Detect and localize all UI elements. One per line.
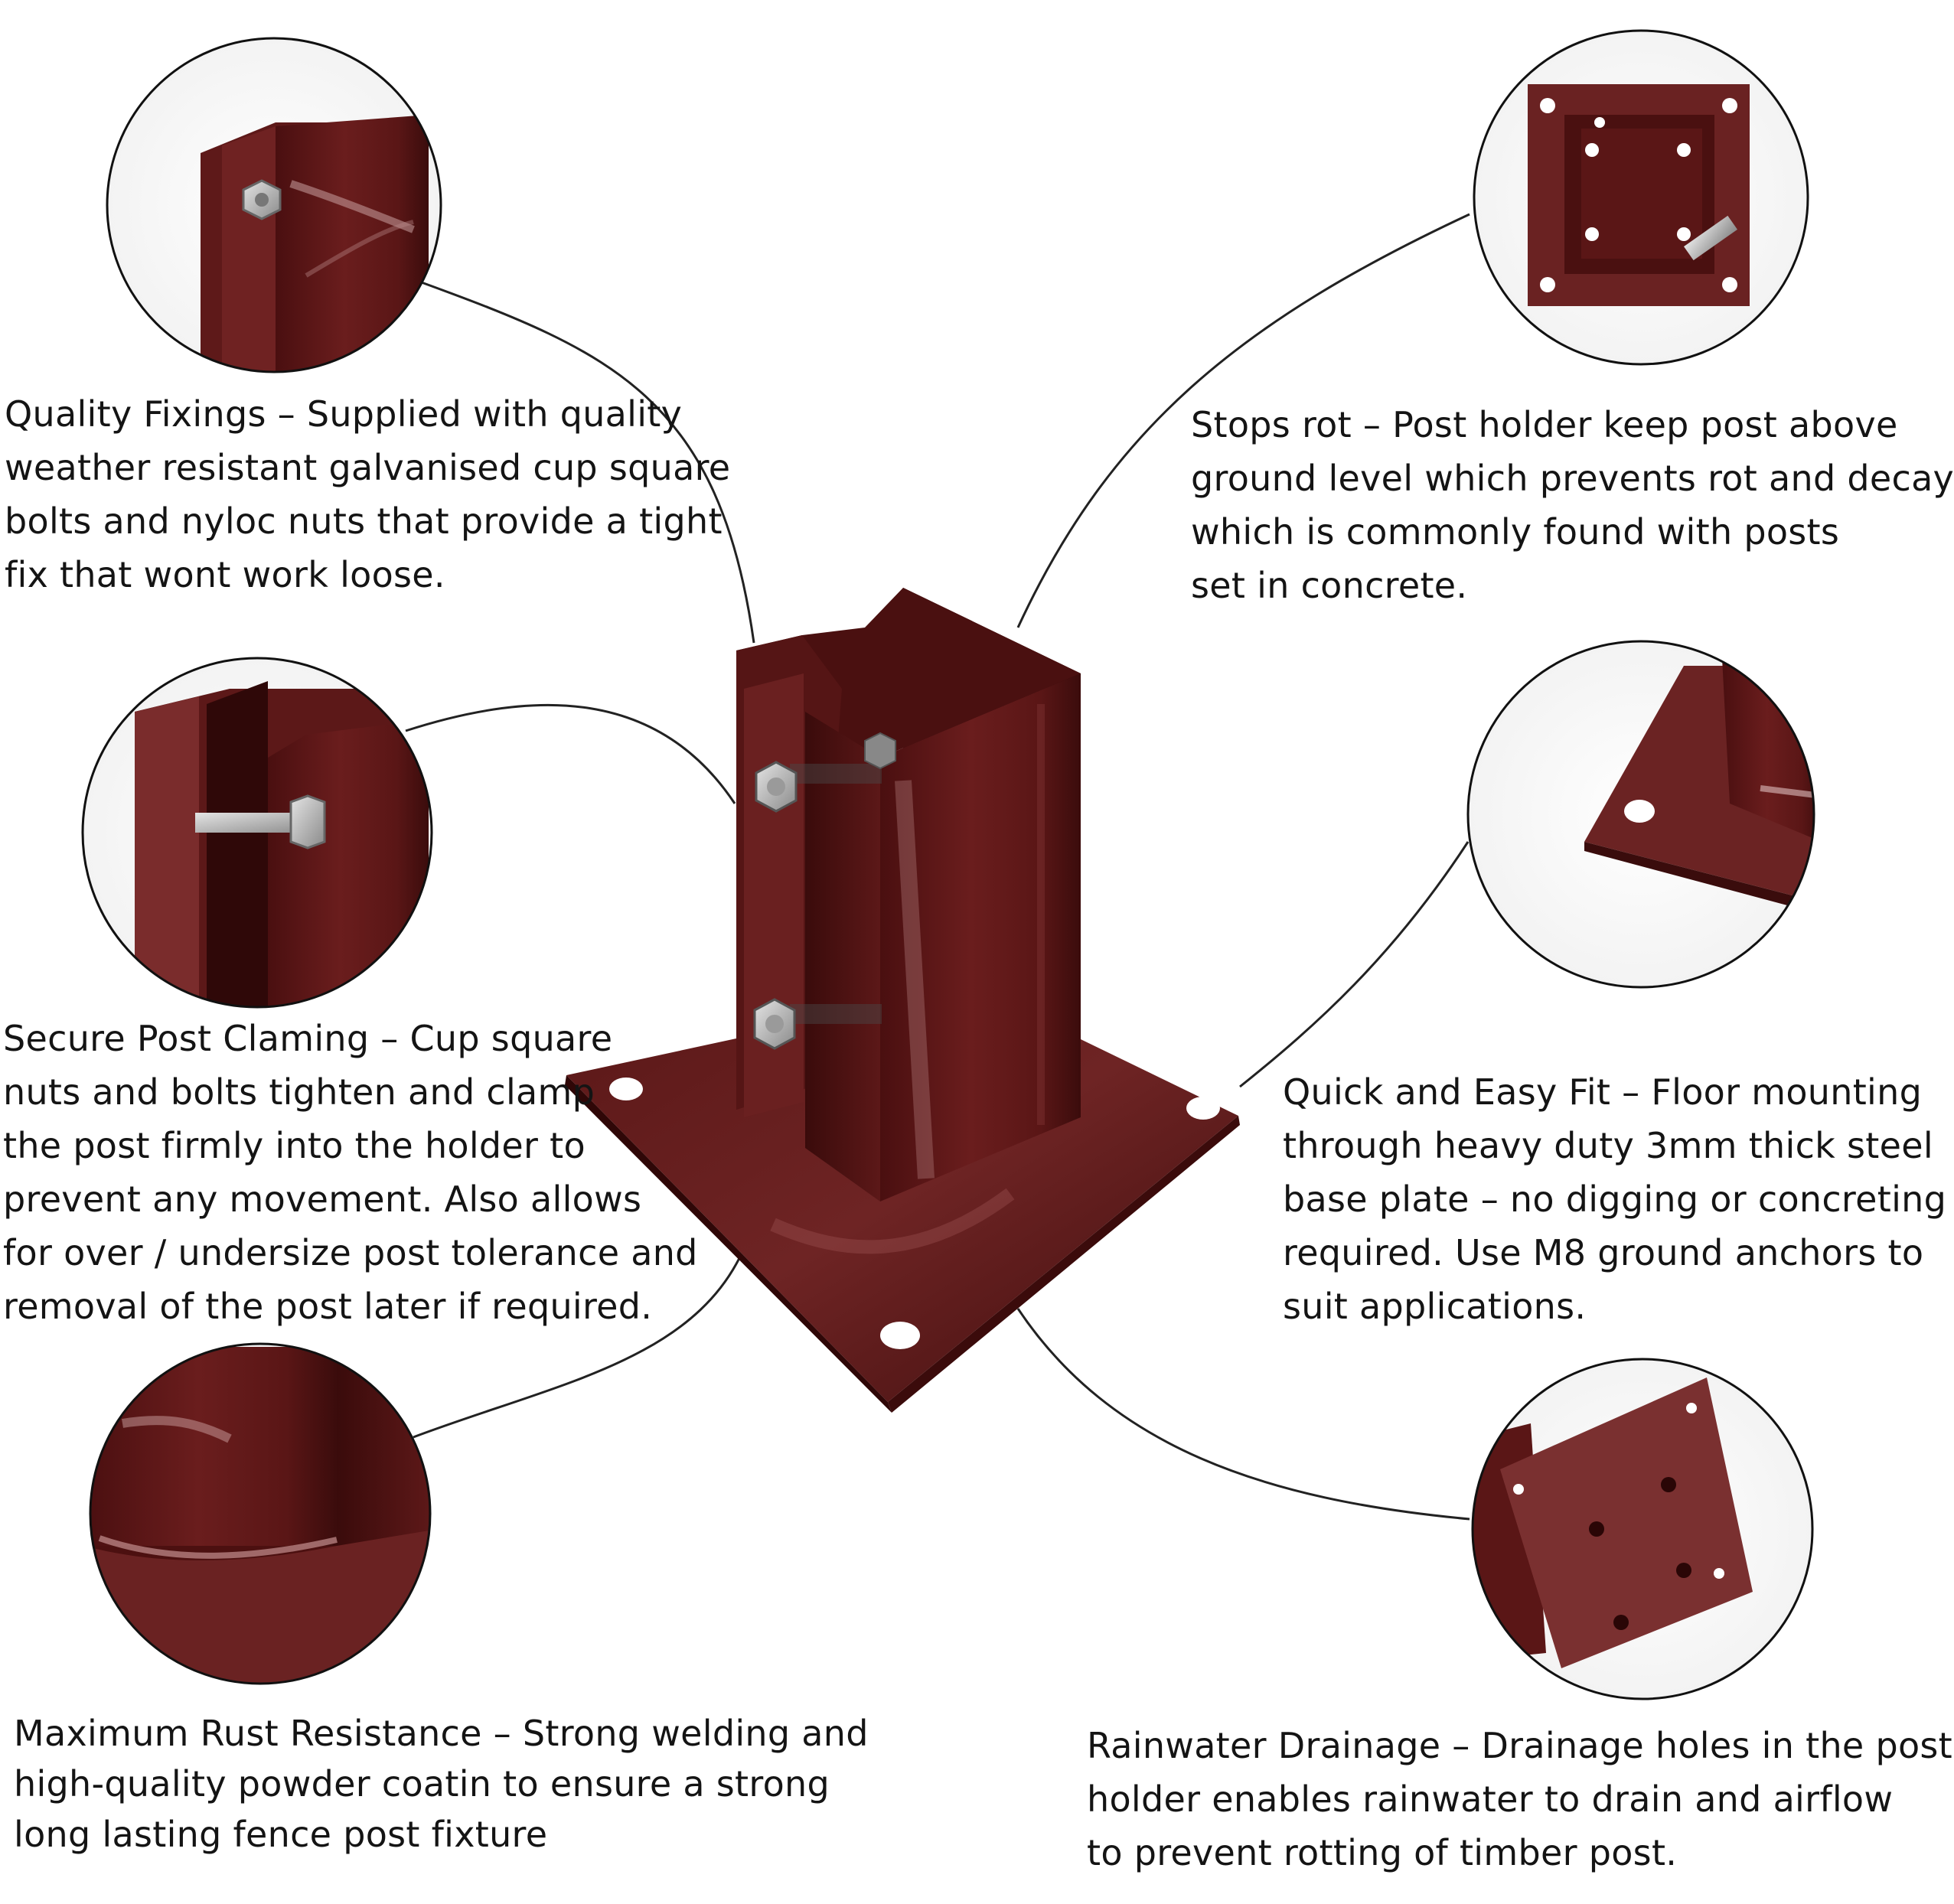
bolt-icon xyxy=(289,794,326,849)
callout-line: Quick and Easy Fit – Floor mounting xyxy=(1283,1071,1923,1113)
callout-line: bolts and nyloc nuts that provide a tigh… xyxy=(5,500,723,542)
callout-line: through heavy duty 3mm thick steel xyxy=(1283,1125,1933,1166)
callout-line: Quality Fixings – Supplied with quality xyxy=(5,393,683,435)
connector-rust-resistance xyxy=(413,1254,742,1439)
detail-circle-drainage xyxy=(1471,1358,1814,1700)
callout-quality-fixings: Quality Fixings – Supplied with quality … xyxy=(5,387,730,602)
connector-stops-rot xyxy=(1016,213,1470,628)
connector-quality-fixings xyxy=(419,280,755,644)
detail-circle-baseplate xyxy=(1466,640,1815,989)
callout-line: high-quality powder coatin to ensure a s… xyxy=(14,1763,830,1805)
connector-secure-clamping xyxy=(405,703,736,804)
callout-line: Maximum Rust Resistance – Strong welding… xyxy=(14,1713,869,1754)
bolt-icon xyxy=(864,732,896,770)
callout-line: fix that wont work loose. xyxy=(5,554,445,595)
callout-line: which is commonly found with posts xyxy=(1191,511,1840,553)
callout-line: removal of the post later if required. xyxy=(3,1286,653,1327)
product-illustration xyxy=(81,29,1815,1700)
callout-line: to prevent rotting of timber post. xyxy=(1087,1832,1678,1873)
callout-line: prevent any movement. Also allows xyxy=(3,1179,642,1220)
callout-line: nuts and bolts tighten and clamp xyxy=(3,1071,595,1113)
callout-line: required. Use M8 ground anchors to xyxy=(1283,1232,1924,1273)
callout-rainwater-drainage: Rainwater Drainage – Drainage holes in t… xyxy=(1087,1719,1952,1880)
callout-line: for over / undersize post tolerance and xyxy=(3,1232,698,1273)
detail-circle-top-view xyxy=(1473,29,1809,366)
callout-line: Stops rot – Post holder keep post above xyxy=(1191,404,1898,445)
callout-line: weather resistant galvanised cup square xyxy=(5,447,731,488)
mount-hole xyxy=(880,1322,920,1349)
callout-quick-fit: Quick and Easy Fit – Floor mounting thro… xyxy=(1283,1065,1946,1333)
connector-drainage xyxy=(1016,1308,1470,1521)
callout-line: Rainwater Drainage – Drainage holes in t… xyxy=(1087,1725,1952,1766)
detail-circle-welding xyxy=(89,1342,432,1685)
callout-line: the post firmly into the holder to xyxy=(3,1125,586,1166)
callout-line: long lasting fence post fixture xyxy=(14,1814,548,1855)
callout-line: holder enables rainwater to drain and ai… xyxy=(1087,1778,1894,1820)
callout-rust-resistance: Maximum Rust Resistance – Strong welding… xyxy=(14,1708,869,1860)
callout-line: ground level which prevents rot and deca… xyxy=(1191,458,1954,499)
mount-hole xyxy=(609,1078,643,1100)
detail-circle-fixings xyxy=(106,37,442,373)
detail-circle-clamping xyxy=(81,657,433,1009)
callout-line: base plate – no digging or concreting xyxy=(1283,1179,1947,1220)
callout-line: set in concrete. xyxy=(1191,565,1468,606)
mount-hole xyxy=(1186,1097,1220,1120)
callout-line: suit applications. xyxy=(1283,1286,1587,1327)
callout-line: Secure Post Claming – Cup square xyxy=(3,1018,613,1059)
post-holder-icon xyxy=(565,588,1240,1413)
callout-stops-rot: Stops rot – Post holder keep post above … xyxy=(1191,398,1954,612)
callout-secure-clamping: Secure Post Claming – Cup square nuts an… xyxy=(3,1012,698,1333)
connector-quick-fit xyxy=(1239,841,1470,1088)
connector-lines xyxy=(405,213,1470,1521)
